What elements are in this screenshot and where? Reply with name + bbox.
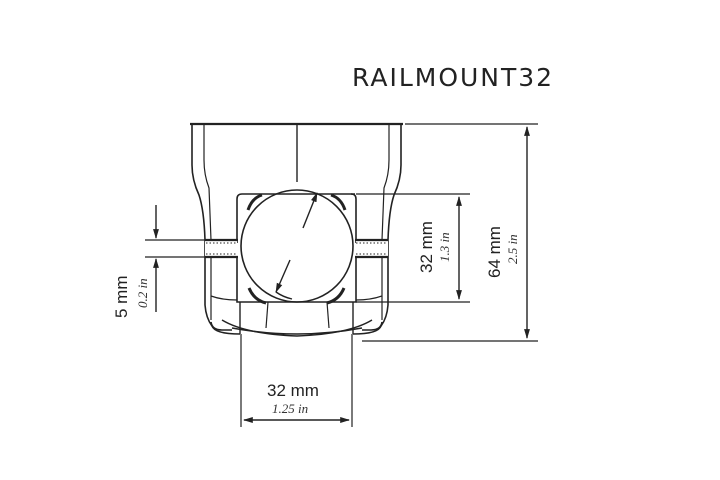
product-title: RAILMOUNT32 bbox=[352, 63, 554, 92]
bar-width-mm: 32 mm bbox=[267, 381, 319, 400]
dimension-bar-diameter: 32 mm 1.3 in bbox=[356, 193, 470, 303]
gap-band-right bbox=[355, 238, 388, 259]
gap-mm: 5 mm bbox=[112, 276, 131, 319]
gap-band-left bbox=[205, 238, 238, 259]
gap-inch: 0.2 in bbox=[135, 278, 150, 308]
dimension-bar-width: 32 mm 1.25 in bbox=[240, 334, 353, 427]
bar-diameter-mm: 32 mm bbox=[417, 221, 436, 273]
bar-width-inch: 1.25 in bbox=[272, 401, 308, 416]
overall-height-inch: 2.5 in bbox=[505, 234, 520, 264]
mount-body bbox=[190, 122, 403, 337]
dimension-overall-height: 64 mm 2.5 in bbox=[362, 123, 538, 342]
dimension-gap: 5 mm 0.2 in bbox=[112, 205, 205, 318]
bar-diameter-inch: 1.3 in bbox=[437, 232, 452, 262]
overall-height-mm: 64 mm bbox=[485, 226, 504, 278]
